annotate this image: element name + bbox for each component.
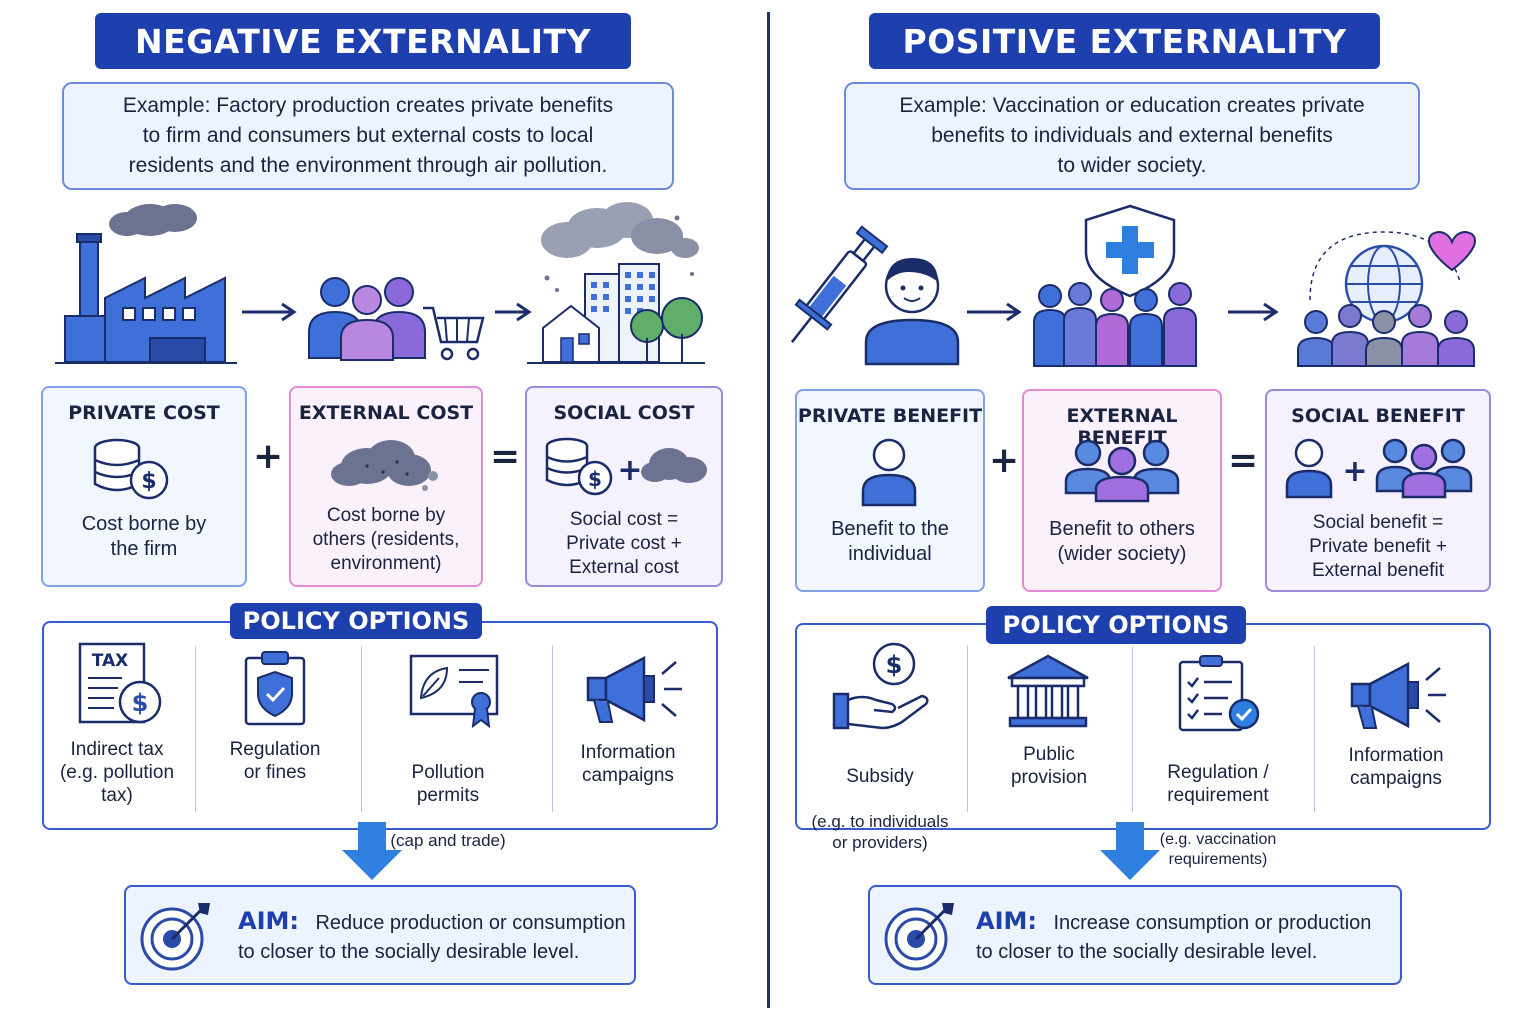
divider	[967, 646, 968, 812]
down-arrow-icon	[342, 822, 402, 880]
social-cost-card: SOCIAL COST $ + Social cost = Private co…	[525, 386, 723, 587]
policy-subsidy: Subsidy (e.g. to individuals or provider…	[800, 742, 960, 876]
clipboard-shield-icon	[244, 651, 306, 726]
hand-dollar-icon: $	[832, 642, 929, 730]
shield-group-icon	[1033, 204, 1197, 367]
card-text: Cost borne by the firm	[81, 513, 207, 560]
positive-aim-box: AIM: Increase consumption or production …	[868, 885, 1402, 985]
plus-operator: +	[989, 440, 1020, 481]
svg-text:$: $	[588, 467, 602, 491]
center-divider	[767, 12, 770, 1008]
card-title: PRIVATE COST	[68, 402, 220, 424]
policy-sub-text: (cap and trade)	[390, 831, 506, 850]
card-text: Social cost = Private cost + External co…	[566, 509, 682, 578]
equals-operator: =	[1228, 440, 1259, 481]
tax-document-icon: TAX $	[78, 642, 162, 724]
card-text: Cost borne by others (residents, environ…	[312, 505, 460, 574]
policy-indirect-tax: Indirect tax (e.g. pollution tax)	[59, 739, 175, 806]
external-benefit-card: EXTERNAL BENEFIT Benefit to others (wide…	[1022, 389, 1222, 592]
divider	[195, 646, 196, 812]
consumers-cart-icon	[308, 277, 485, 361]
policy-regulation-requirement: Regulation / requirement (e.g. vaccinati…	[1140, 738, 1296, 893]
card-title: EXTERNAL COST	[298, 402, 474, 424]
aim-text-line2: to closer to the socially desirable leve…	[238, 941, 580, 963]
external-cost-card: EXTERNAL COST Cost borne by others (resi…	[289, 386, 483, 587]
target-icon	[884, 903, 954, 971]
private-cost-card: PRIVATE COST $ Cost borne by the firm	[41, 386, 247, 587]
group-icon	[1064, 439, 1180, 503]
positive-title: POSITIVE EXTERNALITY	[869, 13, 1380, 69]
positive-example: Example: Vaccination or education create…	[844, 82, 1420, 190]
divider	[552, 646, 553, 812]
certificate-leaf-icon	[409, 654, 499, 729]
negative-title: NEGATIVE EXTERNALITY	[95, 13, 631, 69]
smoke-cloud-icon	[331, 440, 438, 491]
policy-regulation-fines: Regulation or fines	[229, 739, 321, 783]
arrow-icon	[242, 302, 297, 322]
megaphone-icon	[586, 655, 682, 723]
megaphone-icon	[1350, 661, 1446, 729]
policy-label-text: Pollution permits	[411, 762, 485, 806]
policy-public-provision: Public provision	[1010, 744, 1088, 788]
aim-label: AIM:	[238, 907, 299, 935]
person-face-icon	[864, 258, 960, 366]
svg-text:$: $	[886, 651, 903, 679]
negative-aim-box: AIM: Reduce production or consumption to…	[124, 885, 636, 985]
factory-icon	[55, 204, 237, 364]
card-title: SOCIAL BENEFIT	[1291, 405, 1465, 427]
policy-sub-text: (e.g. to individuals or providers)	[811, 812, 949, 852]
policy-information-campaigns: Information campaigns	[1348, 745, 1444, 789]
policy-options-label: POLICY OPTIONS	[230, 603, 482, 639]
policy-options-label: POLICY OPTIONS	[986, 606, 1246, 644]
divider	[1314, 646, 1315, 812]
aim-label: AIM:	[976, 907, 1037, 935]
negative-example: Example: Factory production creates priv…	[62, 82, 674, 190]
divider	[1132, 646, 1133, 812]
arrow-icon	[1228, 302, 1279, 322]
coins-plus-cloud-icon: $ +	[545, 437, 707, 496]
equals-operator: =	[490, 436, 521, 477]
plus-operator: +	[253, 436, 284, 477]
policy-information-campaigns: Information campaigns	[580, 742, 676, 786]
target-icon	[140, 903, 210, 971]
syringe-icon	[790, 225, 889, 343]
polluted-town-icon	[527, 202, 705, 364]
svg-text:$: $	[132, 689, 149, 717]
person-icon	[861, 438, 917, 507]
public-building-icon	[1007, 654, 1089, 728]
aim-text-line1: Increase consumption or production	[1053, 912, 1372, 934]
svg-text:+: +	[617, 453, 642, 488]
policy-label-text: Subsidy	[846, 766, 914, 787]
private-benefit-card: PRIVATE BENEFIT Benefit to the individua…	[795, 389, 985, 592]
policy-label-text: Regulation / requirement	[1167, 762, 1269, 806]
card-title: PRIVATE BENEFIT	[797, 405, 983, 427]
person-plus-group-icon: +	[1285, 438, 1473, 499]
policy-pollution-permits: Pollution permits (cap and trade)	[370, 738, 526, 874]
svg-text:$: $	[141, 469, 156, 494]
social-benefit-card: SOCIAL BENEFIT + Social benefit = Privat…	[1265, 389, 1491, 592]
card-text: Benefit to the individual	[831, 518, 949, 565]
policy-sub-text: (e.g. vaccination requirements)	[1159, 831, 1277, 868]
down-arrow-icon	[1100, 822, 1160, 880]
card-title: EXTERNAL BENEFIT	[1066, 405, 1178, 449]
checklist-icon	[1178, 655, 1260, 732]
svg-text:+: +	[1342, 454, 1367, 489]
globe-community-icon	[1297, 230, 1476, 367]
policy-options-box	[42, 621, 718, 830]
arrow-icon	[495, 302, 532, 322]
card-text: Social benefit = Private benefit + Exter…	[1309, 512, 1447, 581]
svg-text:TAX: TAX	[92, 651, 129, 671]
card-text: Benefit to others (wider society)	[1049, 518, 1195, 565]
aim-text-line2: to closer to the socially desirable leve…	[976, 941, 1318, 963]
coins-dollar-icon: $	[93, 438, 169, 500]
aim-text-line1: Reduce production or consumption	[315, 912, 626, 934]
arrow-icon	[967, 302, 1022, 322]
card-title: SOCIAL COST	[553, 402, 695, 424]
divider	[361, 646, 362, 812]
